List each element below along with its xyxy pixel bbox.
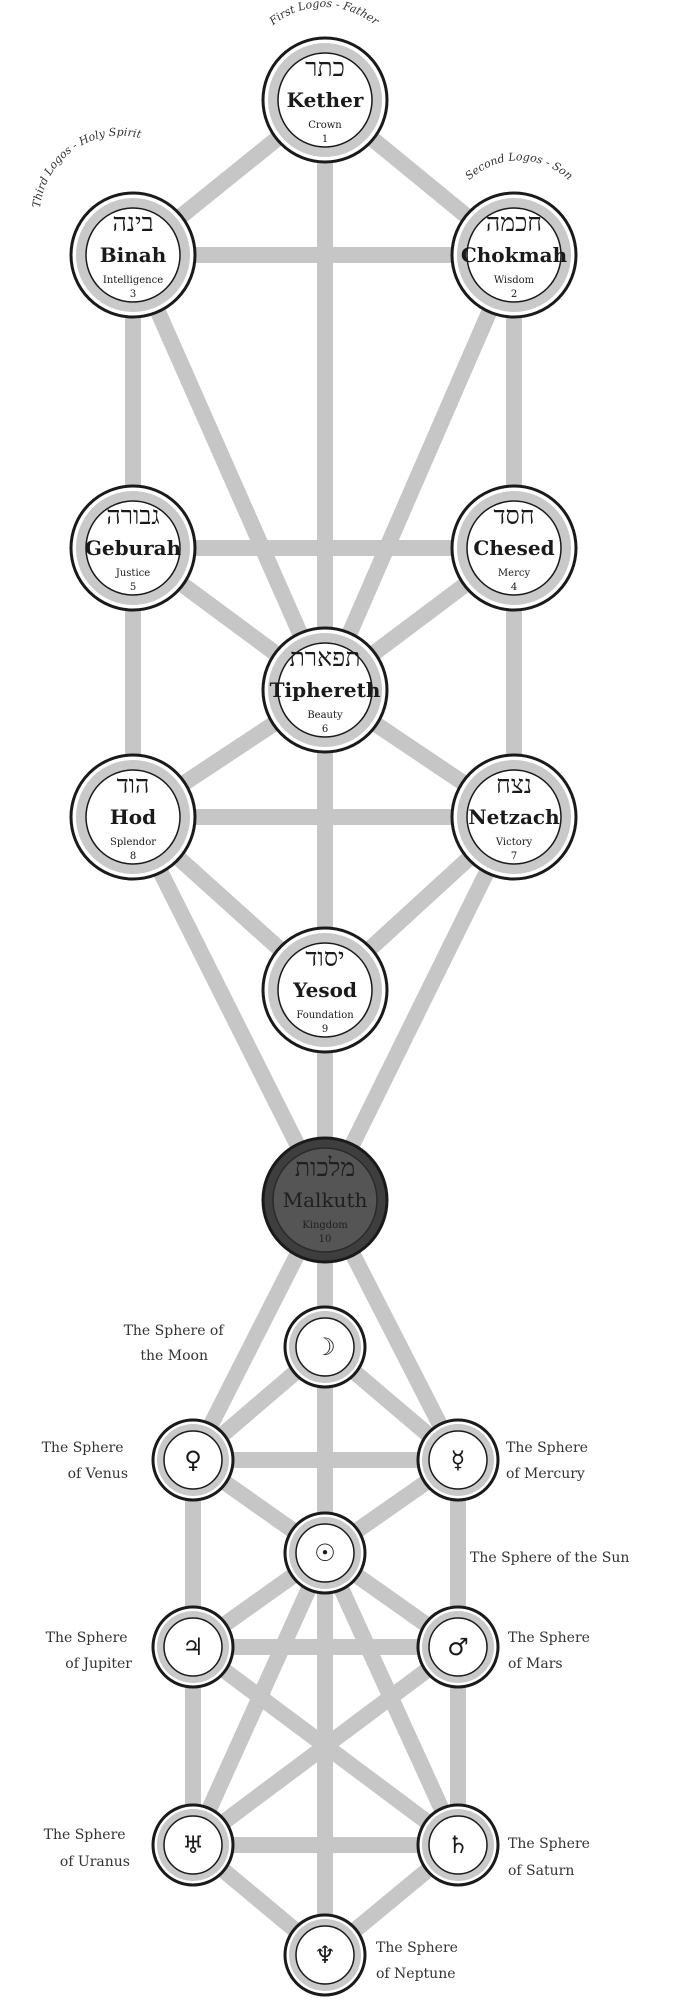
sephirah-name: Yesod	[292, 978, 357, 1002]
sephirah-yesod: יסוד Yesod Foundation 9	[261, 926, 389, 1054]
sephirah-meaning: Beauty	[307, 710, 343, 721]
sephirah-number: 8	[130, 851, 136, 862]
path-netzach-malkuth	[317, 813, 522, 1204]
sphere-sun: ☉	[283, 1511, 367, 1595]
path-mars-uranus	[188, 1640, 463, 1852]
sephirah-name: Binah	[100, 243, 167, 267]
sephirah-number: 9	[322, 1024, 328, 1035]
sephirah-tiphereth: תפארת Tiphereth Beauty 6	[261, 626, 389, 754]
sephirah-binah: בינה Binah Intelligence 3	[69, 191, 197, 319]
uranus-icon: ♅	[182, 1831, 204, 1859]
sephirah-meaning: Justice	[115, 568, 150, 579]
neptune-icon: ♆	[314, 1941, 336, 1969]
sphere-mars: ♂	[416, 1605, 500, 1689]
sephirah-meaning: Splendor	[110, 837, 156, 848]
sephirah-chokmah: חכמה Chokmah Wisdom 2	[450, 191, 578, 319]
sephirah-hebrew: יסוד	[305, 943, 344, 972]
sephirah-name: Chokmah	[461, 243, 568, 267]
sun-icon: ☉	[314, 1539, 336, 1567]
first-logos-label: First Logos - Father	[266, 0, 382, 28]
sephirah-number: 1	[322, 134, 328, 145]
sephirah-hebrew: גבורה	[106, 501, 159, 530]
moon-label: The Sphere of the Moon	[124, 1323, 228, 1364]
sephirah-name: Netzach	[468, 805, 560, 829]
sphere-saturn: ♄	[416, 1803, 500, 1887]
sphere-jupiter: ♃	[151, 1605, 235, 1689]
sephirah-hebrew: נצח	[496, 770, 532, 799]
sephirah-number: 3	[130, 289, 136, 300]
sephirah-number: 6	[322, 724, 328, 735]
sephirah-name: Hod	[110, 805, 156, 829]
sephirah-name: Malkuth	[283, 1188, 368, 1212]
sephirah-malkuth: מלכות Malkuth Kingdom 10	[261, 1136, 389, 1264]
neptune-label: The Sphere of Neptune	[376, 1940, 462, 1982]
sephirah-chesed: חסד Chesed Mercy 4	[450, 484, 578, 612]
sephirah-meaning: Crown	[308, 120, 342, 131]
sephirah-meaning: Wisdom	[494, 275, 535, 286]
sephirah-hebrew: חכמה	[486, 208, 542, 237]
sephirah-number: 2	[511, 289, 517, 300]
sephirah-meaning: Intelligence	[103, 275, 163, 286]
sephirah-number: 7	[511, 851, 517, 862]
saturn-label: The Sphere of Saturn	[508, 1836, 594, 1879]
sphere-mercury: ☿	[416, 1418, 500, 1502]
sephirah-kether: כתר Kether Crown 1	[261, 36, 389, 164]
sephirah-netzach: נצח Netzach Victory 7	[450, 753, 578, 881]
sephirah-hebrew: תפארת	[290, 643, 361, 672]
path-binah-tiphereth	[125, 251, 333, 694]
venus-icon: ♀	[184, 1446, 202, 1474]
sephirah-name: Geburah	[85, 536, 182, 560]
venus-label: The Sphere of Venus	[42, 1440, 128, 1482]
sphere-neptune: ♆	[283, 1913, 367, 1997]
path-chokmah-tiphereth	[317, 251, 522, 694]
sephirah-hebrew: חסד	[493, 501, 534, 530]
sephirah-hebrew: בינה	[112, 208, 153, 237]
sephirah-number: 4	[511, 582, 517, 593]
moon-icon: ☽	[314, 1333, 336, 1361]
sphere-labels: The Sphere of the Moon The Sphere of Ven…	[42, 1323, 630, 1982]
sun-label: The Sphere of the Sun	[470, 1550, 629, 1566]
sephirah-number: 10	[319, 1234, 332, 1245]
mars-label: The Sphere of Mars	[508, 1630, 594, 1672]
sephirah-meaning: Foundation	[296, 1010, 354, 1021]
jupiter-label: The Sphere of Jupiter	[46, 1630, 133, 1672]
sphere-uranus: ♅	[151, 1803, 235, 1887]
sephirah-hebrew: כתר	[305, 53, 345, 82]
mercury-icon: ☿	[451, 1446, 466, 1474]
sephirah-hebrew: מלכות	[295, 1153, 355, 1182]
sephirah-hebrew: הוד	[117, 770, 150, 799]
sphere-moon: ☽	[283, 1305, 367, 1389]
mercury-label: The Sphere of Mercury	[506, 1440, 592, 1482]
mars-icon: ♂	[447, 1633, 469, 1661]
uranus-label: The Sphere of Uranus	[44, 1827, 130, 1870]
sphere-venus: ♀	[151, 1418, 235, 1502]
sephirah-geburah: גבורה Geburah Justice 5	[69, 484, 197, 612]
sephirah-hod: הוד Hod Splendor 8	[69, 753, 197, 881]
sephirah-name: Tiphereth	[270, 678, 381, 702]
sephirah-meaning: Kingdom	[302, 1220, 348, 1231]
path-hod-malkuth	[125, 813, 333, 1204]
sephirah-meaning: Victory	[495, 837, 533, 848]
sephirah-name: Kether	[287, 88, 364, 112]
sephirah-name: Chesed	[473, 536, 554, 560]
sephirah-meaning: Mercy	[498, 568, 531, 579]
jupiter-icon: ♃	[182, 1633, 204, 1661]
second-logos-label: Second Logos - Son	[463, 150, 576, 182]
sephirah-number: 5	[130, 582, 136, 593]
saturn-icon: ♄	[447, 1831, 469, 1859]
